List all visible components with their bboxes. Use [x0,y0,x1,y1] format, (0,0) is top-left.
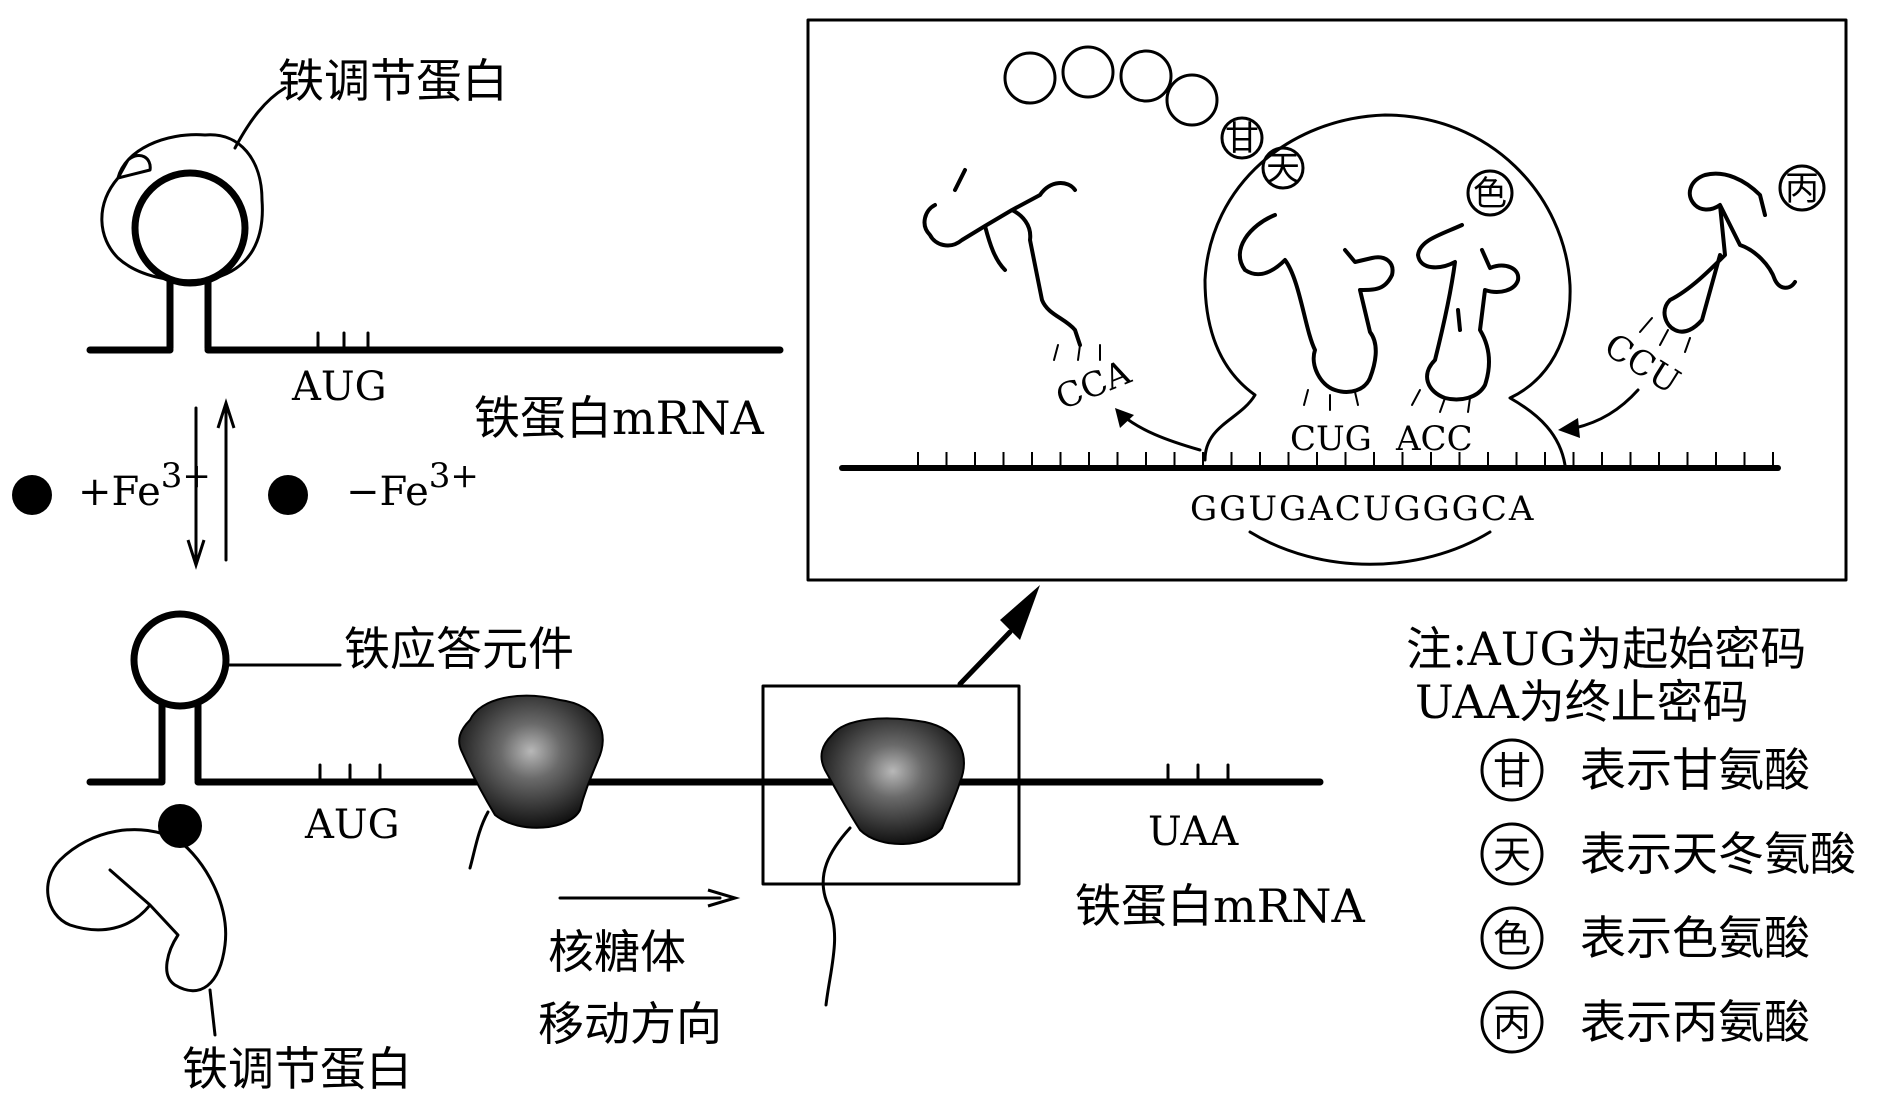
leader-line-bottom [208,988,217,1037]
trna-left-anticodon: CCA [1050,352,1136,418]
legend-symbol: 丙 [1493,1001,1531,1045]
trna-p-anticodon: CUG [1290,419,1372,459]
legend-symbol-circle [1480,906,1544,970]
trna-p-anticodon-ticks [1303,389,1359,411]
arrow-up-head [216,398,236,429]
peptide-bead [1003,51,1057,105]
trna-exit-arrow [1120,413,1202,452]
arrow-down-head [186,539,206,570]
label-aug-top: AUG [291,364,387,410]
inset-ribosome-outline [1203,113,1572,467]
label-plus-fe: +Fe3+ [78,456,211,515]
trna-right [1662,171,1797,334]
label-uaa: UAA [1148,809,1239,855]
peptide-bead [1119,49,1173,103]
trna-enter-arrow-head [1558,418,1580,438]
iron-regulatory-protein-bottom-shape [46,828,228,993]
zoom-arrow-head [1000,585,1040,640]
trna-enter-arrow [1573,388,1640,430]
direction-arrow-head [707,888,741,908]
legend-symbol-circle [1480,990,1544,1054]
uaa-ticks [1166,763,1230,784]
legend-symbol-circle [1480,738,1544,802]
svg-text:丙: 丙 [1785,169,1819,209]
svg-text:色: 色 [1473,174,1507,214]
zoom-box [761,684,1021,886]
top-mrna-state: 铁调节蛋白 AUG 铁蛋白mRNA [86,54,784,445]
svg-text:甘: 甘 [1225,119,1259,159]
fe-ion-dot-right [268,475,308,515]
legend-text: 表示色氨酸 [1580,911,1810,965]
legend-symbol-circle [1480,822,1544,886]
trna-a-site [1416,223,1521,402]
legend-text: 表示甘氨酸 [1580,743,1810,797]
note-line1: 注:AUG为起始密码 [1406,622,1806,676]
trna-a-anticodon: ACC [1395,419,1473,459]
trna-right-anticodon: CCU [1597,326,1687,403]
legend-symbol: 天 [1493,833,1531,877]
fe-ion-dot-left [12,475,52,515]
label-mrna-top: 铁蛋白mRNA [474,391,765,445]
inset-frame [806,18,1848,582]
peptide-bead [1165,73,1219,127]
trna-a-anticodon-ticks [1411,389,1471,413]
label-mrna-bottom: 铁蛋白mRNA [1075,879,1366,933]
label-iron-regulatory-protein-top: 铁调节蛋白 [278,54,508,108]
stem-loop-bottom [130,610,230,710]
trna-p-site [1237,213,1395,394]
amino-acid-tian [1261,146,1305,190]
inset-mrna-sequence: GGUGACUGGGCA [1190,489,1535,529]
legend-text: 表示丙氨酸 [1580,995,1810,1049]
label-minus-fe: −Fe3+ [346,456,479,515]
ribosome-1 [458,694,604,829]
legend-symbol: 色 [1493,917,1531,961]
iron-equilibrium: +Fe3+ −Fe3+ [12,398,479,570]
leader-line-top [233,86,287,150]
fe-ion-on-protein [158,804,202,848]
stem-bottom [158,700,202,784]
peptide-2 [821,826,852,1007]
label-iron-regulatory-protein-bottom: 铁调节蛋白 [182,1042,412,1096]
ribosome-2 [820,717,965,846]
stem-loop-top [131,169,249,287]
trna-exit-arrow-head [1115,408,1134,428]
amino-acid-gan [1220,116,1264,160]
trna-left-anticodon-ticks [1053,344,1101,361]
aug-ticks-bottom [318,763,382,784]
label-iron-response-element: 铁应答元件 [344,622,574,676]
peptide-1 [468,810,490,870]
trna-right-anticodon-ticks [1639,317,1691,353]
inset-panel: GGUGACUGGGCA 甘 天 色 丙 CCA CUG ACC [806,18,1848,582]
legend-symbol: 甘 [1493,749,1531,793]
amino-acid-se [1466,169,1514,217]
zoom-arrow-shaft [957,629,1013,687]
stem-top [166,276,212,352]
trna-left [922,168,1082,347]
inset-mrna-ticks [917,452,1774,468]
bottom-mrna-state: 铁应答元件 AUG UAA 铁蛋白mRNA 铁调节蛋白 核糖体 移动方向 [46,585,1366,1096]
iron-regulatory-protein-top-shape [100,133,264,283]
peptide-bead [1061,45,1115,99]
peptide-chain [1003,45,1219,127]
label-aug-bottom: AUG [304,802,400,848]
label-direction-line2: 移动方向 [538,997,722,1051]
aug-ticks-top [316,331,370,352]
note-line2: UAA为终止密码 [1415,675,1749,729]
label-direction-line1: 核糖体 [548,925,686,979]
sequence-brace [1248,530,1492,566]
amino-acid-bing [1778,164,1826,212]
svg-text:天: 天 [1266,149,1300,189]
legend-text: 表示天冬氨酸 [1580,827,1856,881]
